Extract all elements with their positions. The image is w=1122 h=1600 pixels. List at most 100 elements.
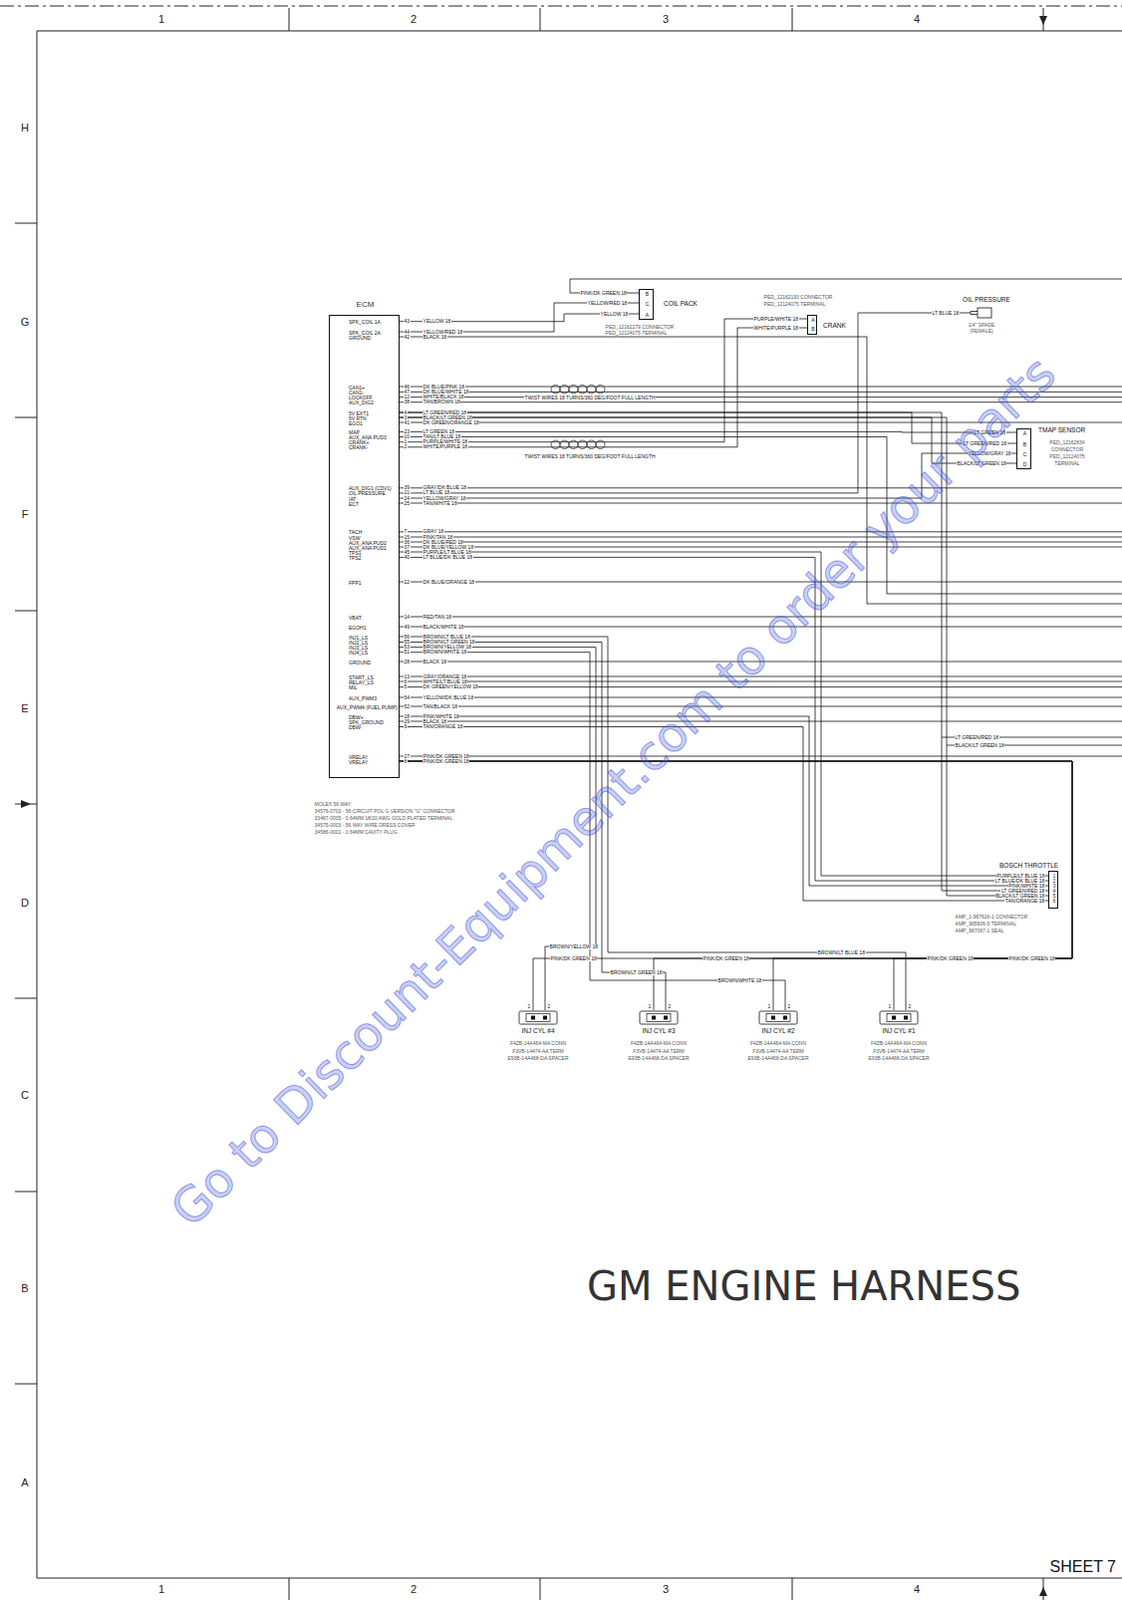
wire-color: LT BLUE 18 — [931, 310, 960, 316]
harness-wire — [399, 697, 1122, 699]
part-note: PED_12162834 — [1049, 440, 1087, 446]
wire-color: LT BLUE/DK BLUE 18 — [422, 555, 474, 561]
wire-color: PINK/DK GREEN 18 — [1008, 956, 1056, 962]
zone-marker: 4 — [913, 13, 920, 25]
spade-body — [977, 307, 992, 318]
wire-color: DK BLUE/PINK 18 — [422, 384, 466, 390]
pin-letter: 2 — [908, 1004, 912, 1010]
connector-body — [886, 1014, 911, 1023]
connector-body — [759, 1011, 798, 1025]
pin-number: 25 — [403, 501, 411, 507]
part-note: PED_12124075 TERMINAL — [604, 330, 668, 336]
spade-blade — [970, 311, 978, 315]
pin-number: 8 — [403, 759, 408, 765]
wire-color: TAN/BROWN 18 — [422, 399, 461, 405]
connector-body — [879, 1011, 918, 1025]
wire-color: BLACK/LT GREEN 18 — [956, 461, 1007, 467]
injector-symbol — [878, 1010, 919, 1026]
sheet-number: SHEET 7 — [1050, 1559, 1117, 1576]
component-name: INJ CYL #1 — [882, 1028, 916, 1036]
wire-connector — [399, 761, 1073, 1011]
wire-color: BLACK/LT GREEN 18 — [954, 743, 1005, 749]
component-name: CRANK — [823, 322, 846, 330]
pin-letter: C — [1023, 452, 1028, 458]
wire-color: BLACK/WHITE 18 — [422, 624, 465, 630]
center-mark — [1039, 15, 1048, 25]
pin-number: 40 — [403, 555, 411, 561]
wire-color: DK BLUE/ORANGE 18 — [422, 579, 476, 585]
pin-number: 28 — [403, 659, 411, 665]
pin-letter: 2 — [788, 1004, 792, 1010]
zone-marker: C — [20, 1090, 29, 1102]
wire-color: TAN/WHITE 18 — [422, 501, 458, 507]
connector: ABCRANK — [807, 314, 818, 335]
pin-letter: A — [645, 312, 649, 318]
wire-color: LT GREEN 18 — [973, 430, 1007, 436]
harness-wire — [399, 581, 1122, 583]
zone-marker: E — [20, 703, 28, 715]
wire-connector — [399, 761, 1073, 1011]
pin-name: ECT — [348, 502, 359, 508]
harness-wire — [399, 661, 1122, 663]
zone-marker: F — [21, 509, 29, 521]
harness-wire — [399, 422, 1122, 424]
pin-name: EGO1 — [348, 421, 363, 427]
wire-color: BROWN/LT BLUE 18 — [422, 634, 472, 640]
part-note: E93B-14A468-DA SPACER — [747, 1056, 810, 1062]
wire-color: BROWN/LT GREEN 18 — [609, 970, 663, 976]
watermark: Go to Discount-Equipment.com to order yo… — [162, 347, 1064, 1235]
wire-color: PURPLE/LT BLUE 18 — [422, 550, 472, 556]
twist-symbol — [551, 385, 561, 394]
wire-connector — [399, 453, 1017, 499]
connector-body — [766, 1014, 791, 1023]
pin-name: DBW- — [348, 725, 362, 731]
wire-connector — [399, 636, 906, 1011]
connector-body — [646, 1014, 671, 1023]
component-name: OIL PRESSURE — [962, 296, 1011, 304]
wire-color: BLACK 18 — [422, 659, 448, 665]
module-title: ECM — [356, 300, 375, 309]
wire-color: TWIST WIRES 18 TURNS/360 DEG/FOOT FULL L… — [524, 454, 656, 460]
twist-symbol — [568, 385, 578, 394]
harness-wire — [399, 721, 1122, 723]
pin-number: 51 — [403, 649, 411, 655]
wire-color: TAN/ORANGE 18 — [1004, 898, 1046, 904]
part-note: PED_12124075 — [1049, 454, 1087, 460]
wire-connector — [399, 642, 666, 1012]
wire-connector — [399, 312, 971, 494]
wire-color: BROWN/WHITE 18 — [717, 978, 763, 984]
zone-marker: 1 — [158, 1584, 165, 1596]
pin-name: CRANK- — [348, 445, 368, 451]
pin-number: 46 — [403, 384, 411, 390]
wire-connector — [399, 417, 1017, 464]
zone-marker: 3 — [662, 1584, 669, 1596]
wire-color: PURPLE/WHITE 18 — [753, 316, 800, 322]
wire-color: YELLOW/GRAY 18 — [967, 451, 1012, 457]
pin-letter: 2 — [1053, 879, 1057, 885]
pin-letter: D — [1023, 462, 1028, 468]
wire-color: PINK/DK GREEN 18 — [926, 956, 974, 962]
harness-wire — [399, 756, 1122, 758]
pin-name: FPP1 — [348, 580, 362, 586]
wire-color: BLACK 18 — [422, 334, 448, 340]
pin-number: 41 — [403, 420, 411, 426]
component-name: BOSCH THROTTLE — [999, 862, 1059, 870]
injector-symbol — [758, 1010, 799, 1026]
connector-pin — [891, 1016, 896, 1021]
wire-connector — [399, 652, 786, 1011]
connector-pin — [771, 1016, 776, 1021]
harness-wire — [399, 386, 1122, 388]
wire-color: BROWN/YELLOW 18 — [549, 944, 599, 950]
pin-name: TPS1 — [348, 551, 362, 557]
part-note: 34586-0001 - 0.64MM CAVITY PLUG — [313, 830, 398, 836]
part-note: F3VB-14474-AA TERM — [632, 1049, 686, 1055]
wire-connector — [399, 727, 1049, 902]
harness-wire — [399, 626, 1122, 628]
part-note: F4ZB-14A464-MA CONN — [629, 1041, 687, 1047]
harness-wire — [399, 401, 1122, 403]
part-note: PED_12124075 TERMINAL — [763, 301, 827, 307]
pin-number: 2 — [403, 444, 408, 450]
wire-color: DK GREEN/YELLOW 18 — [422, 684, 479, 690]
wire-color: WHITE/LT BLUE 18 — [422, 679, 468, 685]
